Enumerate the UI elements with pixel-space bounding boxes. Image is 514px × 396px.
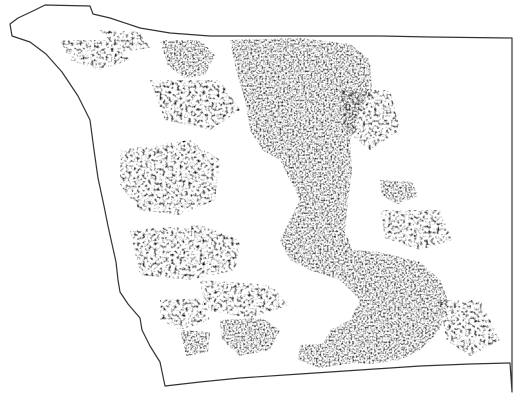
- county-boundary: [9, 4, 513, 393]
- land-cover-layer: [60, 30, 500, 368]
